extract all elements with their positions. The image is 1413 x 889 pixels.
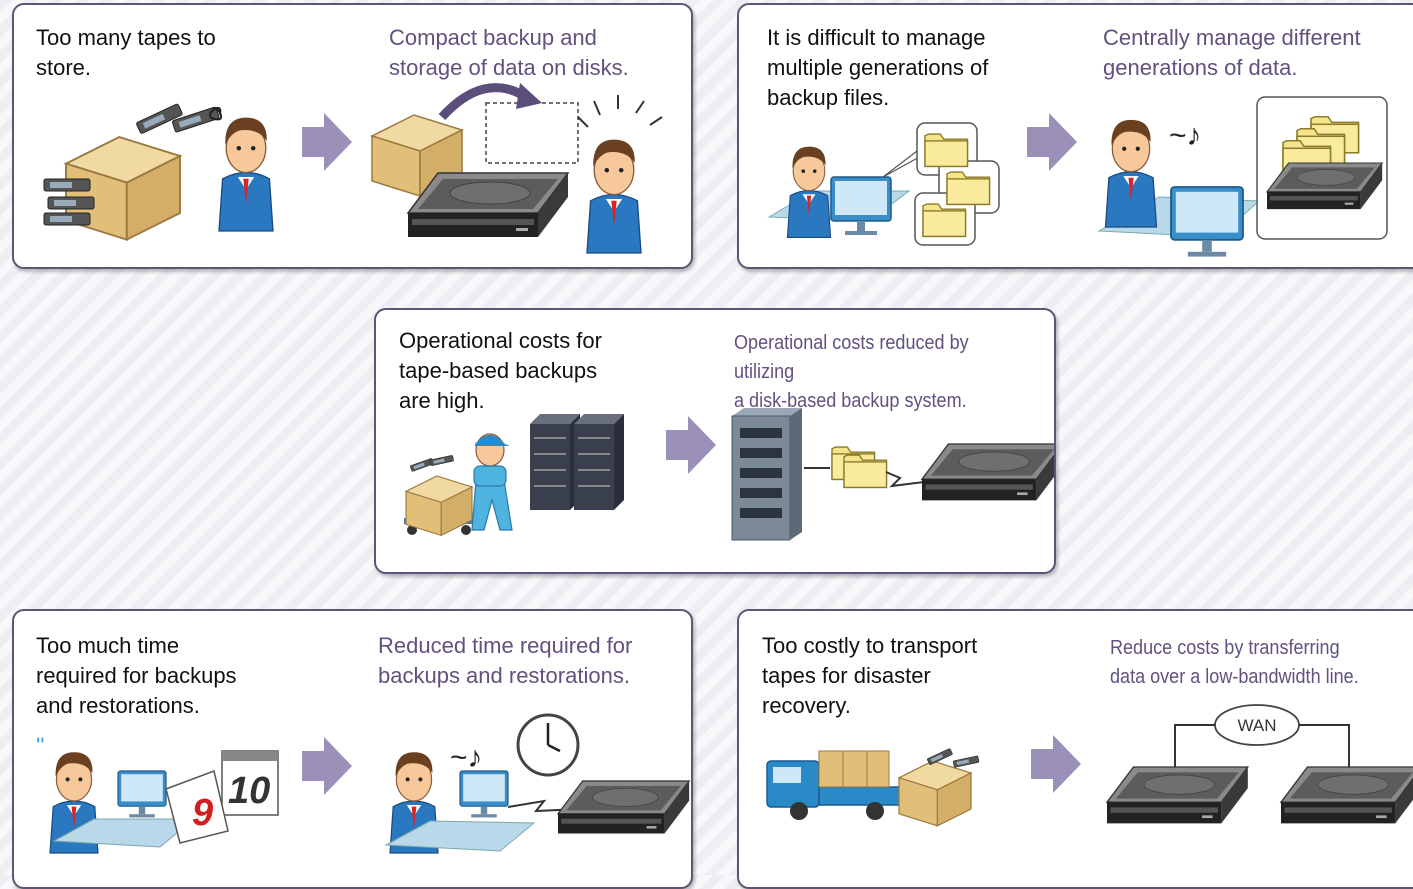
problem-line: Too much time — [36, 633, 180, 658]
scribble-icon — [209, 106, 223, 121]
problem-text: Too many tapes to store. — [36, 23, 216, 83]
server-rack-icon — [530, 414, 624, 510]
solution-line: data over a low-bandwidth line. — [1110, 665, 1359, 688]
panel-backup-time: Too much time required for backups and r… — [12, 609, 693, 889]
computer-monitor-icon — [117, 770, 167, 819]
problem-line: multiple generations of — [767, 55, 989, 80]
panel-disaster-recovery: Too costly to transport tapes for disast… — [737, 609, 1413, 889]
solution-text: Compact backup and storage of data on di… — [389, 23, 629, 83]
problem-text: Too much time required for backups and r… — [36, 631, 237, 721]
folder-icon — [924, 133, 969, 168]
server-tower-icon — [731, 408, 802, 541]
problem-line: tapes for disaster — [762, 663, 931, 688]
music-note-icon: ~♪ — [450, 741, 483, 774]
computer-monitor-icon — [830, 176, 892, 236]
businessman-icon — [586, 138, 642, 254]
problem-line: and restorations. — [36, 693, 200, 718]
problem-line: It is difficult to manage — [767, 25, 986, 50]
solution-line: storage of data on disks. — [389, 55, 629, 80]
arrow-icon — [1027, 113, 1077, 171]
problem-line: Operational costs for — [399, 328, 602, 353]
arrow-icon — [302, 113, 352, 171]
truck-icon — [766, 750, 916, 820]
problem-text: Too costly to transport tapes for disast… — [762, 631, 977, 721]
solution-line: Compact backup and — [389, 25, 597, 50]
problem-line: Too costly to transport — [762, 633, 978, 658]
problem-line: backup files. — [767, 85, 890, 110]
problem-line: recovery. — [762, 693, 851, 718]
solution-text: Reduce costs by transferring data over a… — [1110, 633, 1359, 691]
dashed-boxes-icon — [485, 102, 579, 164]
illustration — [43, 83, 663, 254]
network-line — [1299, 724, 1350, 767]
tape-cartridge-icon — [43, 178, 91, 192]
folder-icon — [843, 454, 888, 489]
arrow-icon — [666, 416, 716, 474]
cloud-icon: WAN — [1214, 704, 1300, 746]
hard-drive-icon — [407, 172, 569, 238]
calendar-icon: 9 10 — [165, 750, 279, 844]
music-note-icon: ~♪ — [1169, 119, 1202, 152]
clock-icon — [516, 713, 580, 777]
solution-line: generations of data. — [1103, 55, 1298, 80]
problem-line: store. — [36, 55, 92, 80]
wan-label: WAN — [1237, 716, 1276, 735]
problem-line: required for backups — [36, 663, 237, 688]
arrow-icon — [302, 737, 352, 795]
folder-icon — [946, 171, 991, 206]
computer-monitor-icon — [1170, 186, 1244, 258]
panel-tape-storage: Too many tapes to store. Compact backup … — [12, 3, 693, 269]
hard-drive-icon — [557, 780, 690, 835]
solution-line: Operational costs reduced by utilizing — [734, 331, 969, 383]
illustration: ʹʹ 9 10 ~♪ — [36, 713, 690, 854]
hard-drive-icon — [921, 443, 1054, 501]
problem-text: It is difficult to manage multiple gener… — [767, 23, 988, 113]
calendar-digit: 10 — [228, 770, 270, 812]
illustration — [404, 408, 1054, 541]
problem-line: tape-based backups — [399, 358, 598, 383]
hard-drive-icon — [1106, 766, 1249, 824]
network-line — [1174, 724, 1215, 767]
tape-cartridge-icon — [47, 196, 95, 210]
problem-line: are high. — [399, 388, 485, 413]
tape-cartridge-icon — [43, 212, 91, 226]
tape-cartridge-icon — [926, 748, 953, 766]
businessman-icon — [218, 116, 274, 232]
delivery-worker-icon — [471, 433, 513, 531]
solution-line: Centrally manage different — [1103, 25, 1361, 50]
cardboard-box-icon — [898, 760, 972, 827]
illustration: WAN — [766, 704, 1413, 827]
illustration: ~♪ — [767, 96, 1388, 258]
solution-line: Reduce costs by transferring — [1110, 636, 1340, 659]
solution-line: a disk-based backup system. — [734, 389, 967, 412]
hard-drive-icon — [1280, 766, 1413, 824]
desk-icon — [384, 820, 536, 852]
solution-line: Reduced time required for — [378, 633, 633, 658]
problem-text: Operational costs for tape-based backups… — [399, 326, 602, 416]
hard-drive-icon — [1266, 162, 1383, 210]
solution-text: Operational costs reduced by utilizing a… — [734, 328, 1016, 415]
businessman-icon — [1104, 119, 1158, 228]
problem-line: Too many tapes to — [36, 25, 216, 50]
folder-icon — [922, 203, 967, 238]
solution-text: Centrally manage different generations o… — [1103, 23, 1361, 83]
solution-line: backups and restorations. — [378, 663, 630, 688]
tape-cartridge-icon — [429, 454, 454, 467]
curved-arrow-icon — [438, 83, 529, 121]
cardboard-box-icon — [405, 475, 473, 536]
sweat-drops-icon: ʹʹ — [36, 733, 44, 758]
panel-backup-generations: It is difficult to manage multiple gener… — [737, 3, 1413, 269]
tape-cartridge-icon — [952, 755, 980, 768]
panel-operational-costs: Operational costs for tape-based backups… — [374, 308, 1056, 574]
solution-text: Reduced time required for backups and re… — [378, 631, 632, 691]
calendar-digit: 9 — [192, 792, 213, 834]
arrow-icon — [1031, 735, 1081, 793]
excitement-lines-icon — [577, 95, 663, 128]
computer-monitor-icon — [459, 770, 509, 819]
